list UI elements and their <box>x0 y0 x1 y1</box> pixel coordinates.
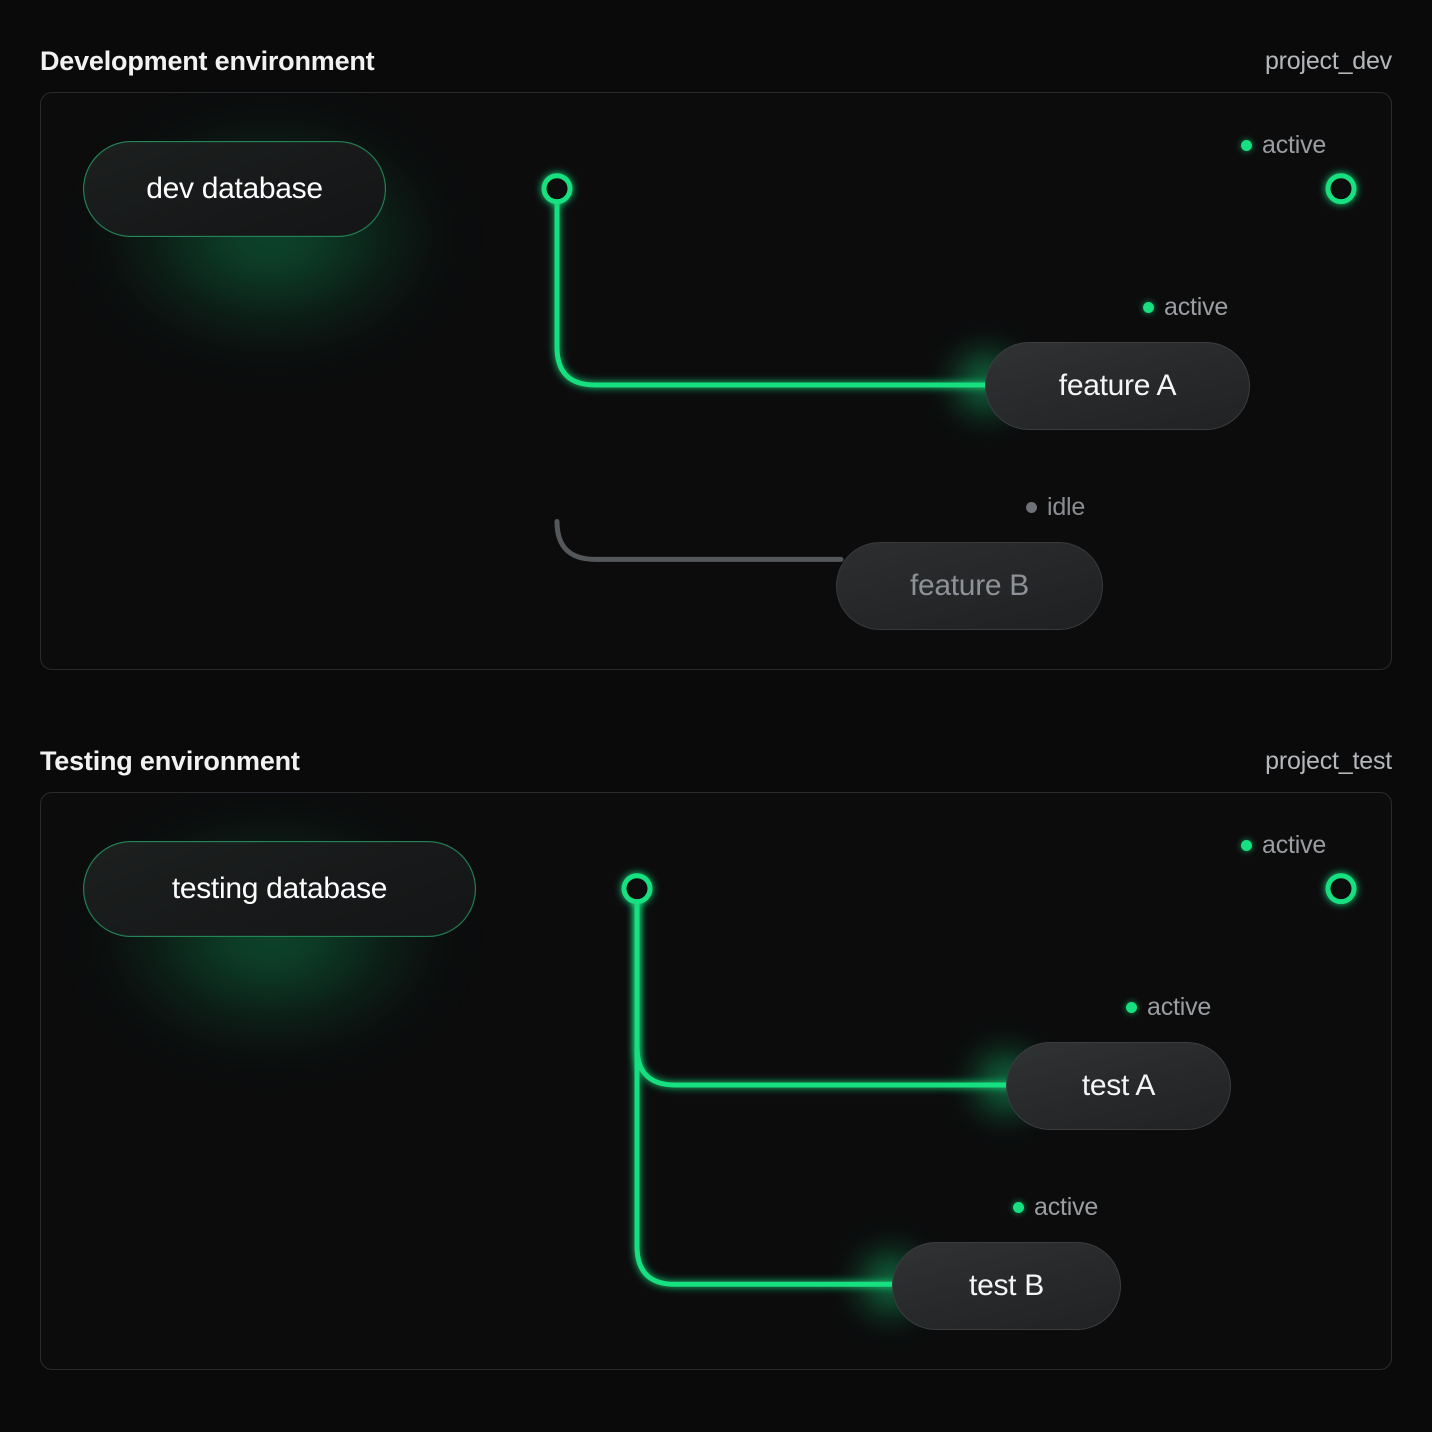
status-label: active <box>1164 293 1229 321</box>
status-label: active <box>1262 131 1327 159</box>
test-endpoint-node[interactable] <box>1325 873 1357 905</box>
dev-branch-feature-a <box>554 186 994 388</box>
node-test-a[interactable]: test A <box>1006 1042 1231 1130</box>
node-testing-database[interactable]: testing database <box>83 841 476 937</box>
test-branch-test-a <box>634 886 1014 1088</box>
testing-header: Testing environment project_test <box>40 730 1392 792</box>
development-header: Development environment project_dev <box>40 30 1392 92</box>
status-dot-icon <box>1013 1202 1024 1213</box>
status-badge-test-b: active <box>1013 1193 1098 1222</box>
status-label: idle <box>1047 493 1086 521</box>
dev-endpoint-node[interactable] <box>1325 173 1357 205</box>
page-title-testing: Testing environment <box>40 745 300 776</box>
status-dot-icon <box>1126 1002 1137 1013</box>
dev-junction-node[interactable] <box>541 173 573 205</box>
testing-panel: active active active testing database te… <box>40 792 1392 1370</box>
status-dot-icon <box>1241 840 1252 851</box>
status-badge-feature-b: idle <box>1026 493 1085 522</box>
node-feature-b[interactable]: feature B <box>836 542 1103 630</box>
status-badge-test-trunk: active <box>1241 831 1326 860</box>
node-label: test A <box>1081 1069 1156 1102</box>
node-test-b[interactable]: test B <box>892 1242 1121 1330</box>
project-name-test: project_test <box>1265 746 1392 775</box>
node-label: feature A <box>1058 369 1177 402</box>
node-label: test B <box>969 1269 1044 1302</box>
page-title: Development environment <box>40 45 375 76</box>
project-name-dev: project_dev <box>1264 46 1392 75</box>
status-badge-test-a: active <box>1126 993 1211 1022</box>
status-dot-icon <box>1026 502 1037 513</box>
development-panel: active active idle dev database feature … <box>40 92 1392 670</box>
test-junction-node[interactable] <box>621 873 653 905</box>
status-label: active <box>1262 831 1327 859</box>
node-label: feature B <box>909 569 1030 602</box>
dev-branch-feature-b <box>554 519 844 562</box>
node-feature-a[interactable]: feature A <box>985 342 1250 430</box>
section-development: Development environment project_dev <box>40 30 1392 670</box>
status-badge-feature-a: active <box>1143 293 1228 322</box>
node-dev-database[interactable]: dev database <box>83 141 386 237</box>
status-label: active <box>1034 1193 1099 1221</box>
status-label: active <box>1147 993 1212 1021</box>
test-branch-test-b <box>634 886 899 1287</box>
status-dot-icon <box>1143 302 1154 313</box>
status-dot-icon <box>1241 140 1252 151</box>
status-badge-dev-trunk: active <box>1241 131 1326 160</box>
section-testing: Testing environment project_test <box>40 730 1392 1370</box>
node-label: testing database <box>171 872 388 905</box>
node-label: dev database <box>146 172 323 205</box>
